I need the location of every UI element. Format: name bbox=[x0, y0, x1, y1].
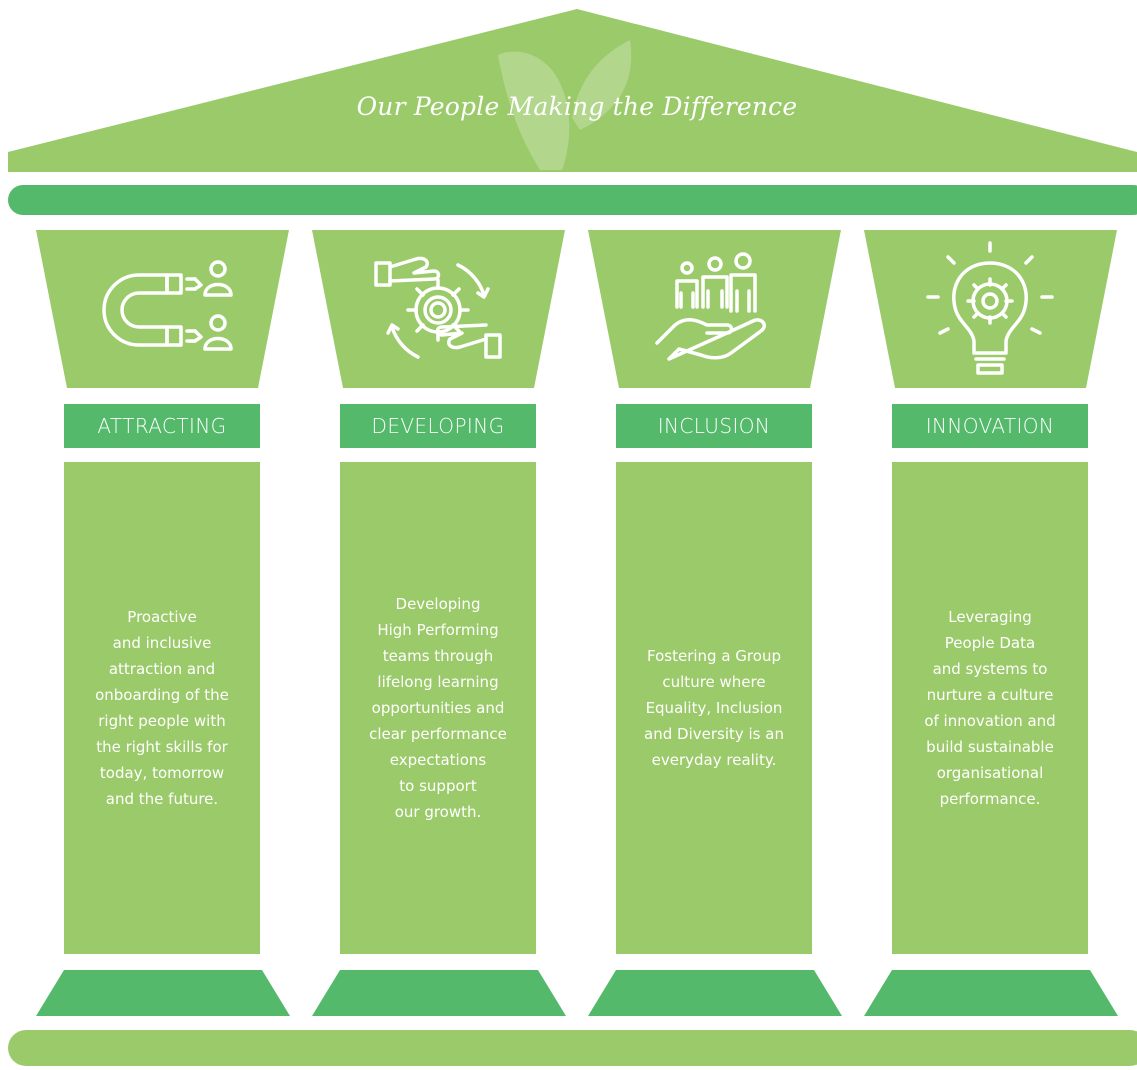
hand-holding-people-icon bbox=[635, 235, 795, 385]
pillar-label-inclusion: INCLUSION bbox=[616, 404, 812, 448]
pillar-label-developing: DEVELOPING bbox=[340, 404, 536, 448]
base-2 bbox=[312, 970, 566, 1016]
base-3 bbox=[588, 970, 842, 1016]
diagram-title: Our People Making the Difference bbox=[356, 92, 798, 121]
roof bbox=[8, 9, 1137, 172]
pillar-description-innovation: Leveraging People Data and systems to nu… bbox=[924, 608, 1056, 808]
gear-hands-cycle-icon bbox=[358, 235, 518, 385]
pillar-column-developing: Developing High Performing teams through… bbox=[340, 462, 536, 954]
pillar-column-innovation: Leveraging People Data and systems to nu… bbox=[892, 462, 1088, 954]
pillar-label-innovation: INNOVATION bbox=[892, 404, 1088, 448]
pillar-label-attracting: ATTRACTING bbox=[64, 404, 260, 448]
capital-3 bbox=[588, 230, 841, 388]
floor bbox=[8, 1030, 1137, 1066]
beam bbox=[8, 185, 1137, 215]
pillar-column-inclusion: Fostering a Group culture where Equality… bbox=[616, 462, 812, 954]
pillar-description-attracting: Proactive and inclusive attraction and o… bbox=[95, 608, 229, 808]
base-1 bbox=[36, 970, 290, 1016]
pillar-description-developing: Developing High Performing teams through… bbox=[369, 595, 507, 821]
magnet-people-icon bbox=[87, 235, 247, 385]
pillar-description-inclusion: Fostering a Group culture where Equality… bbox=[644, 647, 784, 769]
leaf-logo-watermark bbox=[498, 40, 632, 170]
base-4 bbox=[864, 970, 1118, 1016]
lightbulb-gear-icon bbox=[910, 235, 1070, 385]
pillar-column-attracting: Proactive and inclusive attraction and o… bbox=[64, 462, 260, 954]
